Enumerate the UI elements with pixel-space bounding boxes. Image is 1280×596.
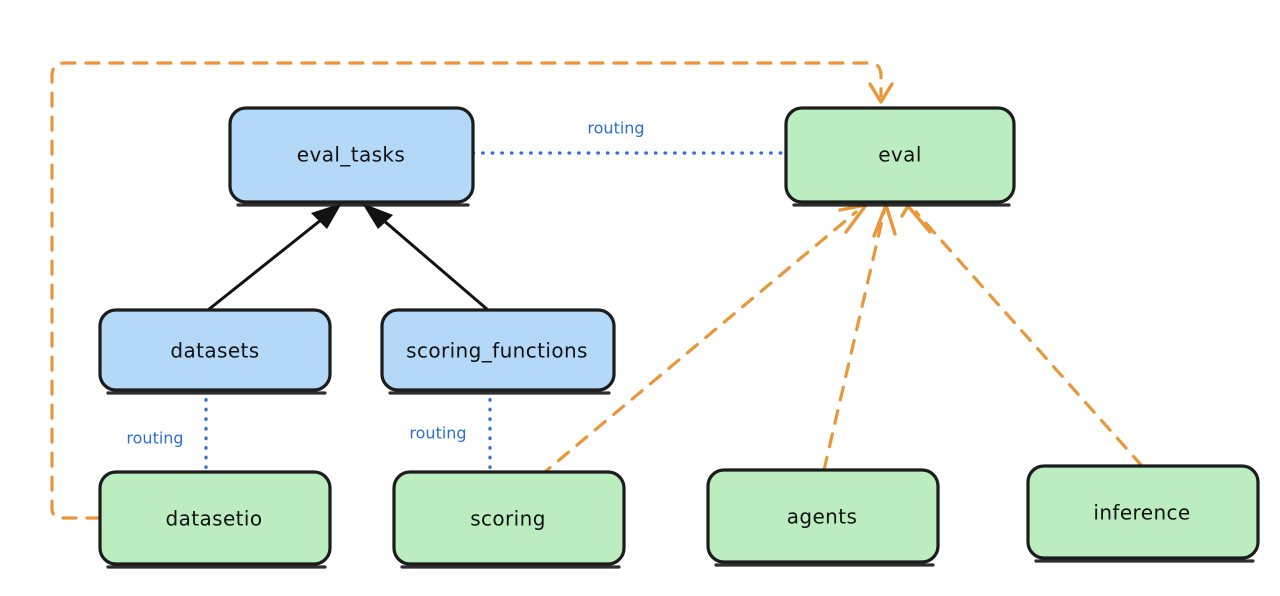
node-scoring[interactable]: scoring xyxy=(392,470,626,569)
node-box-inference[interactable] xyxy=(1026,464,1260,560)
node-box-eval_tasks[interactable] xyxy=(228,106,475,204)
arrowhead-orange-into-eval-top xyxy=(868,82,894,104)
edge-agents-to-eval[interactable] xyxy=(822,203,897,472)
node-scoring_functions[interactable]: scoring_functions xyxy=(380,308,616,395)
node-box-datasets[interactable] xyxy=(98,308,332,392)
edge-datasetio-to-eval[interactable] xyxy=(50,61,894,520)
arrowhead-orange-into-eval-c xyxy=(900,204,932,234)
node-box-scoring_functions[interactable] xyxy=(380,308,616,392)
node-agents[interactable]: agents xyxy=(706,468,940,567)
node-label-datasetio: datasetio xyxy=(165,507,262,531)
node-box-eval[interactable] xyxy=(784,106,1016,204)
arrowhead-orange-into-eval-a xyxy=(838,203,868,234)
arrowhead-black-into-eval_tasks-a xyxy=(311,203,342,229)
node-eval[interactable]: eval xyxy=(784,106,1016,207)
edge-group-dashed-orange xyxy=(50,61,1144,520)
edge-scoringfn-to-eval_tasks[interactable] xyxy=(362,203,490,312)
node-box-agents[interactable] xyxy=(706,468,940,564)
node-datasetio[interactable]: datasetio xyxy=(98,470,332,569)
edge-group-dotted-blue xyxy=(204,151,788,474)
edge-label-routing-scoringfn-scoring: routing xyxy=(409,424,466,443)
node-label-scoring_functions: scoring_functions xyxy=(406,339,588,363)
node-box-datasetio[interactable] xyxy=(98,470,332,566)
edge-group-solid-black xyxy=(206,203,490,312)
edge-label-routing-eval_tasks-eval: routing xyxy=(587,119,644,138)
node-label-datasets: datasets xyxy=(170,339,259,363)
arrowhead-black-into-eval_tasks-b xyxy=(362,203,393,229)
node-eval_tasks[interactable]: eval_tasks xyxy=(228,106,475,207)
node-datasets[interactable]: datasets xyxy=(98,308,332,395)
edge-label-group: routing routing routing xyxy=(126,119,644,448)
edge-inference-to-eval[interactable] xyxy=(900,204,1144,468)
node-label-eval_tasks: eval_tasks xyxy=(297,143,405,167)
edge-datasets-to-eval_tasks[interactable] xyxy=(206,203,342,312)
arrowhead-orange-into-eval-b xyxy=(872,203,897,238)
node-label-scoring: scoring xyxy=(470,507,546,531)
node-label-eval: eval xyxy=(878,143,922,167)
node-label-agents: agents xyxy=(787,505,858,529)
edge-label-routing-datasets-datasetio: routing xyxy=(126,429,183,448)
node-box-scoring[interactable] xyxy=(392,470,626,566)
node-label-inference: inference xyxy=(1093,501,1190,525)
node-inference[interactable]: inference xyxy=(1026,464,1260,563)
